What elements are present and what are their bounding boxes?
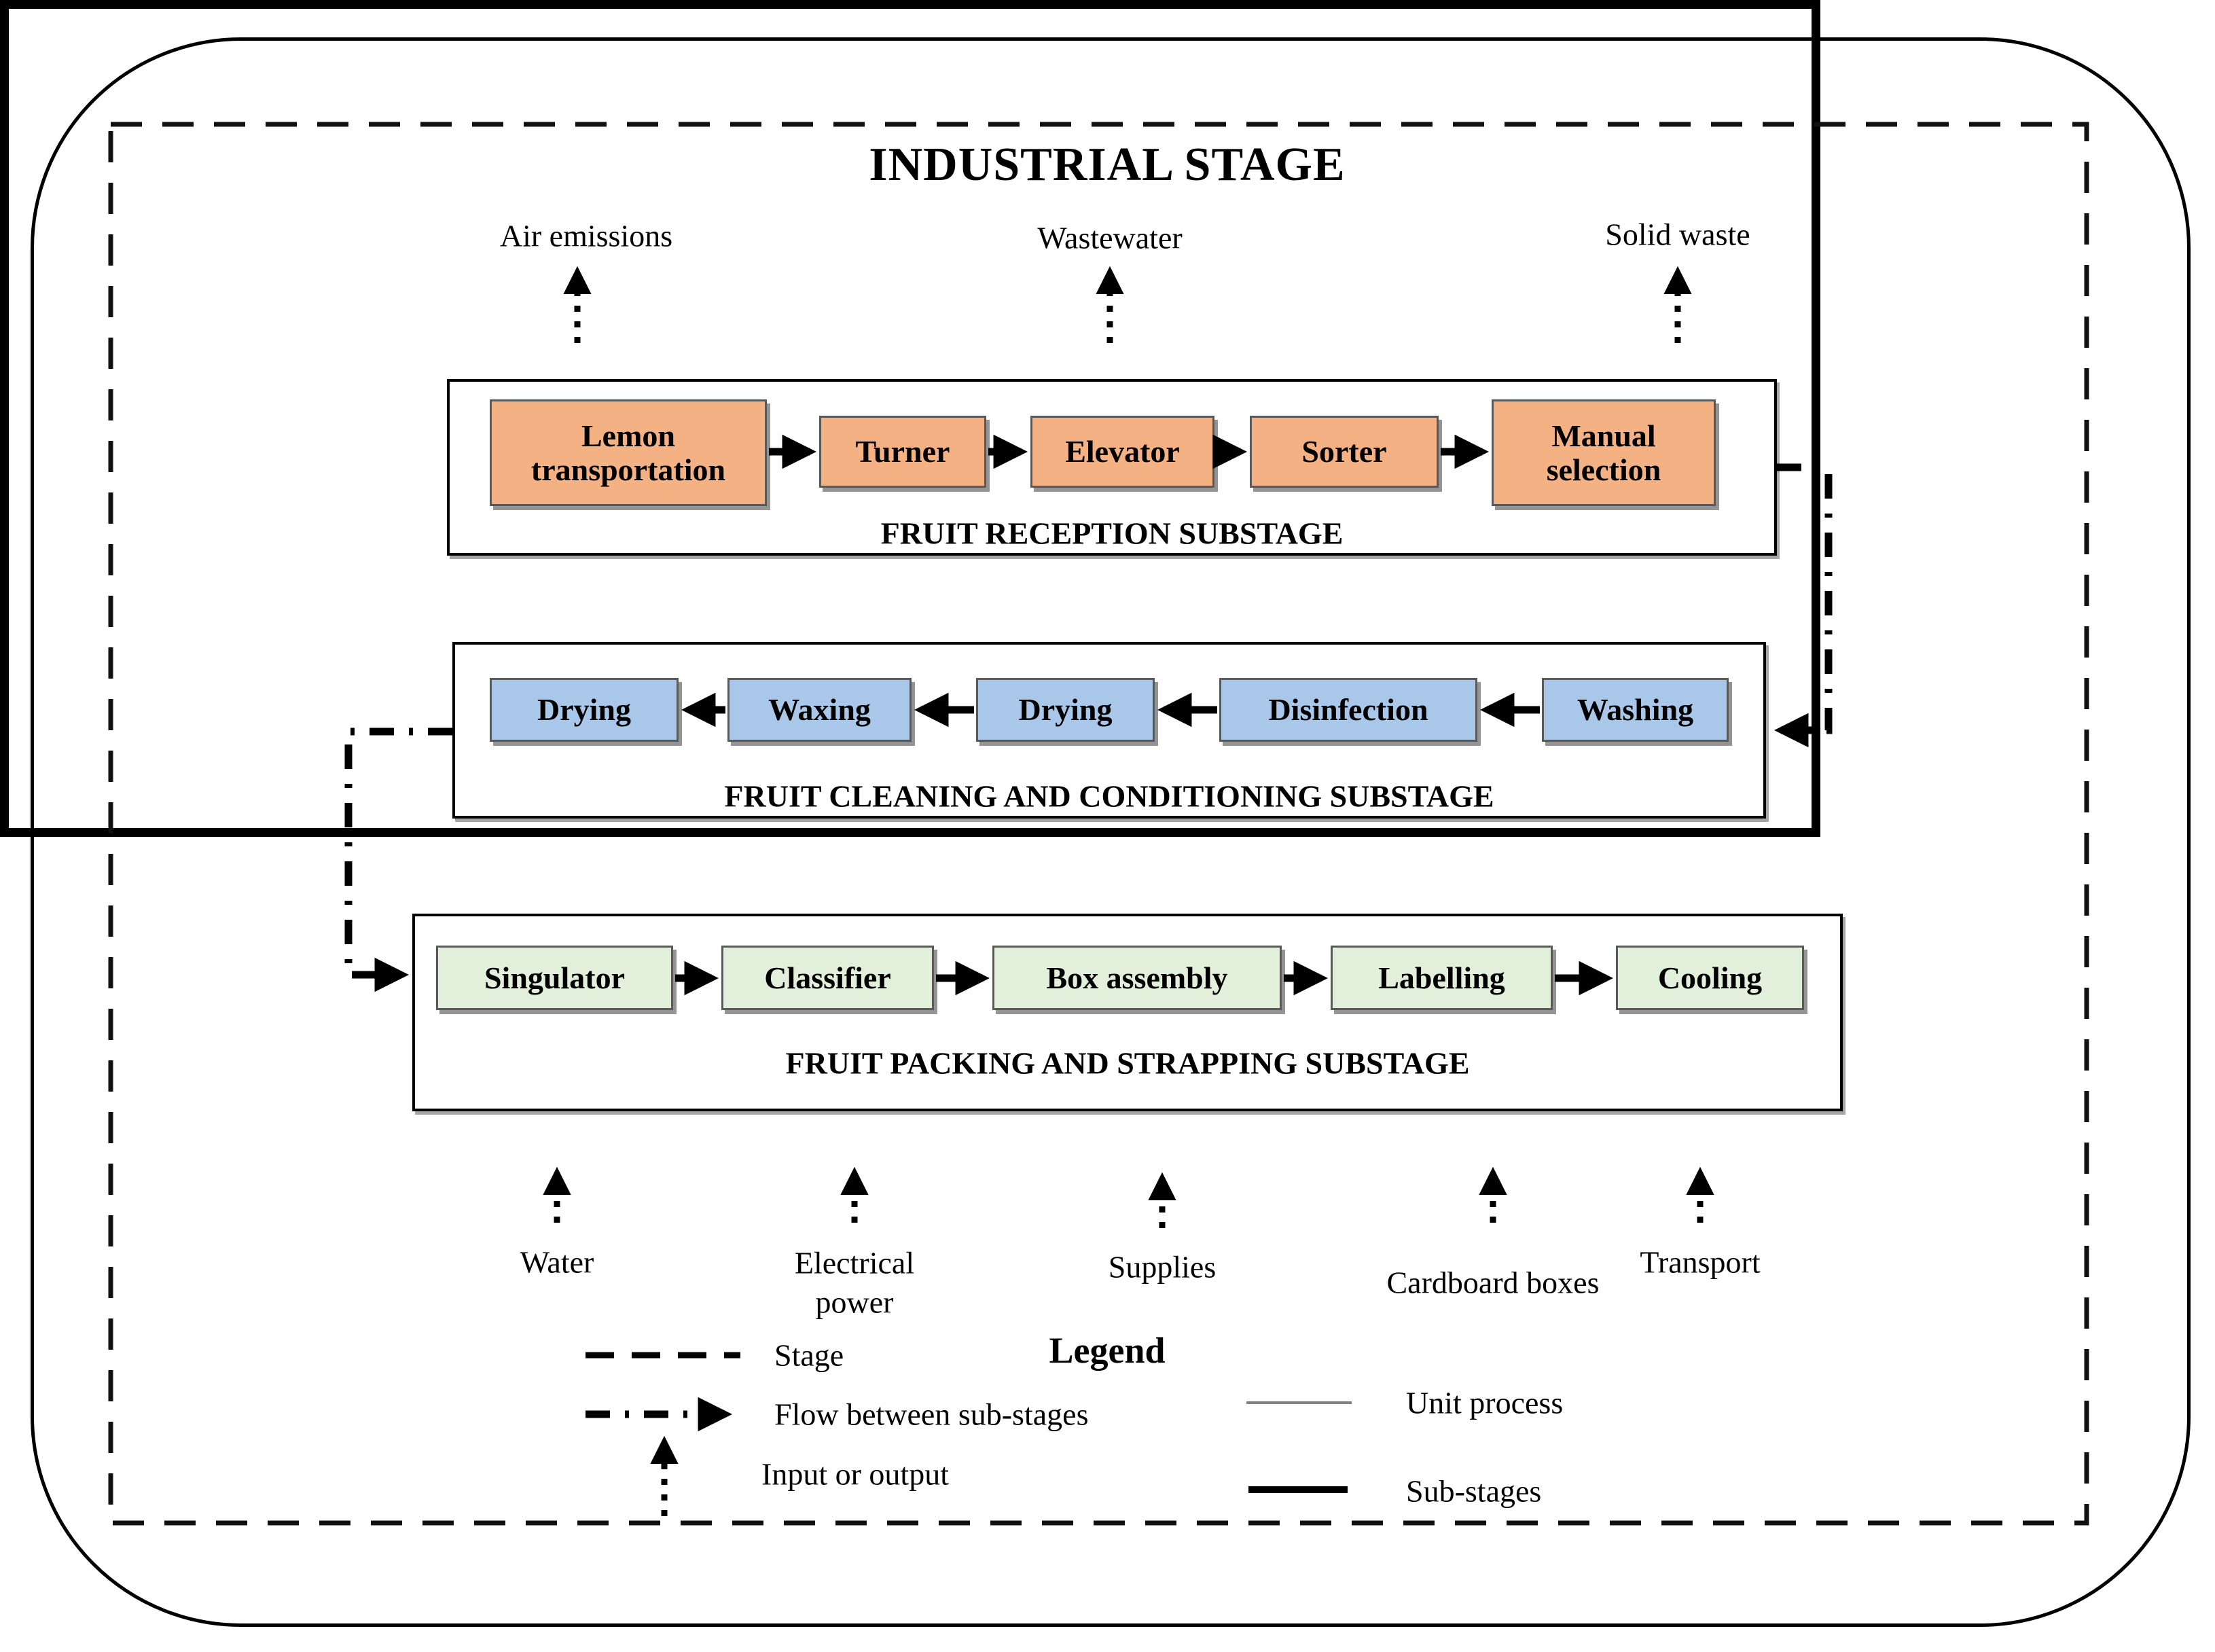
- unit-box-sorter: Sorter: [1250, 416, 1439, 488]
- unit-box-washing: Washing: [1542, 678, 1729, 742]
- unit-box-manual-selection: Manual selection: [1492, 399, 1716, 506]
- unit-box-lemon-transportation: Lemon transportation: [490, 399, 767, 506]
- unit-box-cooling: Cooling: [1616, 946, 1804, 1010]
- substage-caption-cleaning: FRUIT CLEANING AND CONDITIONING SUBSTAGE: [724, 778, 1494, 814]
- substage-caption-packing: FRUIT PACKING AND STRAPPING SUBSTAGE: [785, 1045, 1470, 1081]
- input-label-supplies: Supplies: [1108, 1249, 1217, 1285]
- input-label-transport: Transport: [1640, 1244, 1761, 1280]
- unit-box-labelling: Labelling: [1331, 946, 1553, 1010]
- input-label-electrical-power: Electrical power: [794, 1245, 915, 1320]
- unit-box-elevator: Elevator: [1030, 416, 1214, 488]
- unit-box-singulator: Singulator: [436, 946, 673, 1010]
- legend-label-sub-stages: Sub-stages: [1406, 1473, 1542, 1509]
- legend-label-flow-between-substages: Flow between sub-stages: [774, 1397, 1089, 1432]
- unit-box-turner: Turner: [819, 416, 986, 488]
- input-label-water: Water: [520, 1244, 594, 1280]
- legend-title: Legend: [1049, 1330, 1166, 1371]
- unit-box-drying: Drying: [976, 678, 1155, 742]
- unit-box-disinfection: Disinfection: [1219, 678, 1477, 742]
- unit-box-drying-final: Drying: [490, 678, 679, 742]
- legend-label-unit-process: Unit process: [1406, 1385, 1564, 1420]
- input-label-cardboard-boxes: Cardboard boxes: [1386, 1265, 1600, 1300]
- substage-caption-reception: FRUIT RECEPTION SUBSTAGE: [880, 516, 1344, 551]
- unit-box-classifier: Classifier: [721, 946, 934, 1010]
- substage-fruit-packing: [412, 914, 1843, 1111]
- unit-box-box-assembly: Box assembly: [992, 946, 1282, 1010]
- legend-label-stage: Stage: [774, 1337, 844, 1373]
- unit-box-waxing: Waxing: [727, 678, 912, 742]
- legend-label-input-or-output: Input or output: [761, 1456, 949, 1492]
